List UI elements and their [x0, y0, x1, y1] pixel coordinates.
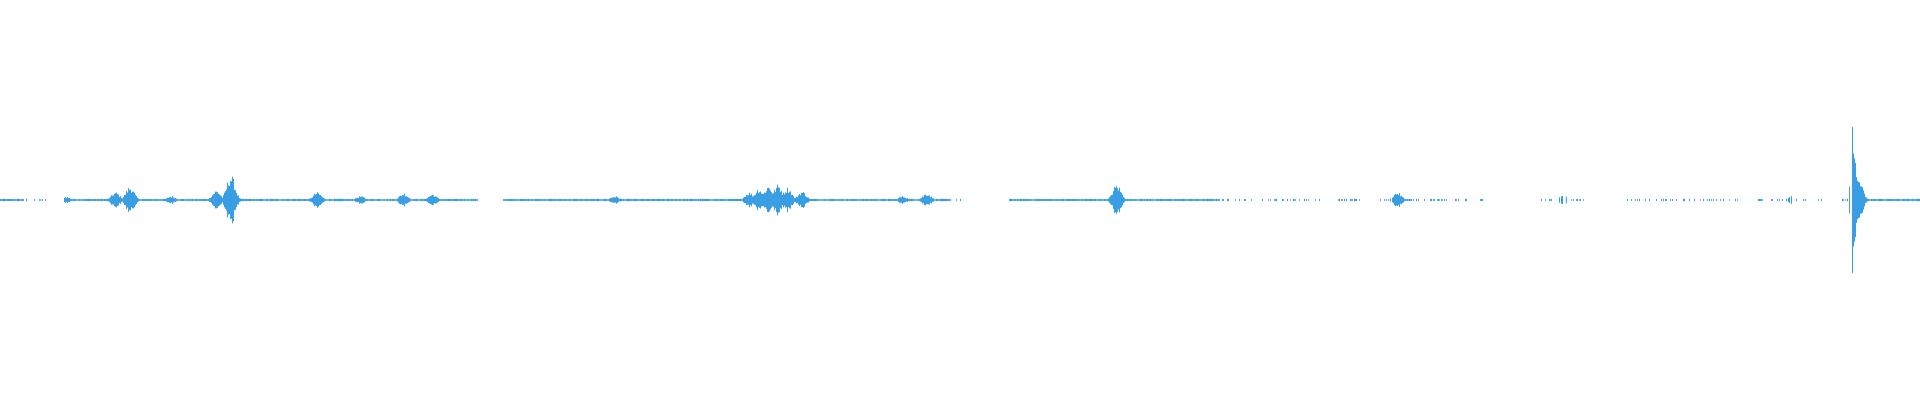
waveform-series: [0, 127, 1920, 273]
